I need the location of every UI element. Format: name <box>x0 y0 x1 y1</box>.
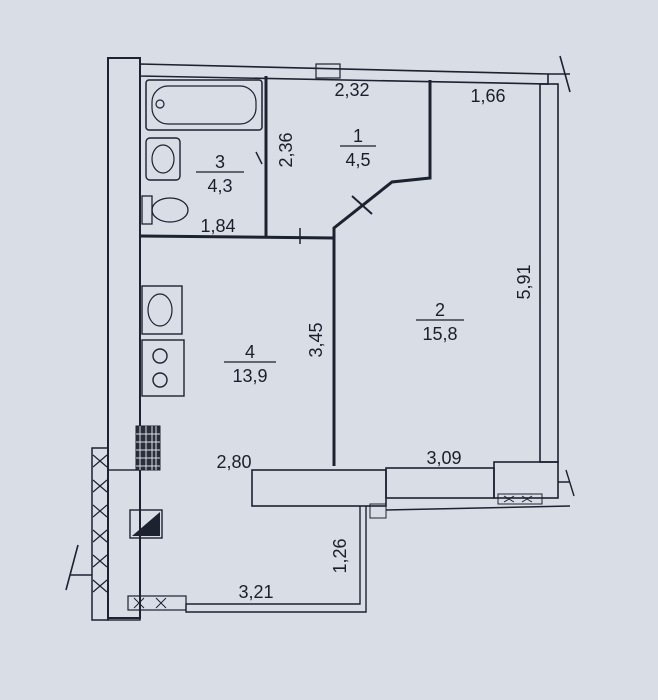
left-wall <box>107 57 141 619</box>
dim-room-width: 3,09 <box>426 448 461 468</box>
toilet-icon <box>141 195 189 225</box>
stove-icon <box>141 339 185 397</box>
dim-top-room-width: 1,66 <box>470 86 505 106</box>
room-1-label: 1 4,5 <box>340 126 376 170</box>
door-mark-room2 <box>351 195 373 215</box>
break-mark-top <box>548 55 571 93</box>
dim-balcony-depth: 1,26 <box>330 538 350 573</box>
balcony-door-mark <box>369 503 387 519</box>
dim-room-height: 5,91 <box>514 264 534 299</box>
room-3-number: 3 <box>215 152 225 172</box>
top-wall-vent <box>315 63 341 79</box>
left-lower-wall <box>107 469 141 621</box>
room2-left-wall <box>332 80 432 466</box>
boiler-icon <box>129 509 163 539</box>
left-wall-hatching <box>92 454 108 593</box>
bathtub-icon <box>145 79 263 131</box>
room-4-area: 13,9 <box>232 366 267 386</box>
balcony-window <box>127 595 187 611</box>
room-3-area: 4,3 <box>207 176 232 196</box>
room-2-area: 15,8 <box>422 324 457 344</box>
bath-bottom-wall <box>139 234 335 240</box>
room-3-label: 3 4,3 <box>196 152 244 196</box>
room-2-label: 2 15,8 <box>416 300 464 344</box>
vent-grid-icon <box>135 425 161 471</box>
room-4-number: 4 <box>245 342 255 362</box>
room-1-number: 1 <box>353 126 363 146</box>
door-mark-bath <box>255 151 263 165</box>
window-right <box>497 493 543 505</box>
dim-bath-width: 1,84 <box>200 216 235 236</box>
room-2-number: 2 <box>435 300 445 320</box>
window-right-hatch <box>503 495 533 503</box>
sink-icon <box>145 137 181 181</box>
balcony-window-hatch <box>133 597 167 609</box>
dim-hall-height: 2,36 <box>276 132 296 167</box>
dim-kitchen-height: 3,45 <box>306 322 326 357</box>
dim-balcony-width: 3,21 <box>238 582 273 602</box>
break-mark-right <box>558 469 575 497</box>
balcony-line <box>385 505 571 511</box>
room-4-label: 4 13,9 <box>224 342 276 386</box>
break-mark-left <box>65 544 92 591</box>
dim-top-hall-width: 2,32 <box>334 80 369 100</box>
dim-kitchen-width: 2,80 <box>216 452 251 472</box>
kitchen-sink-icon <box>141 285 183 335</box>
room-1-area: 4,5 <box>345 150 370 170</box>
